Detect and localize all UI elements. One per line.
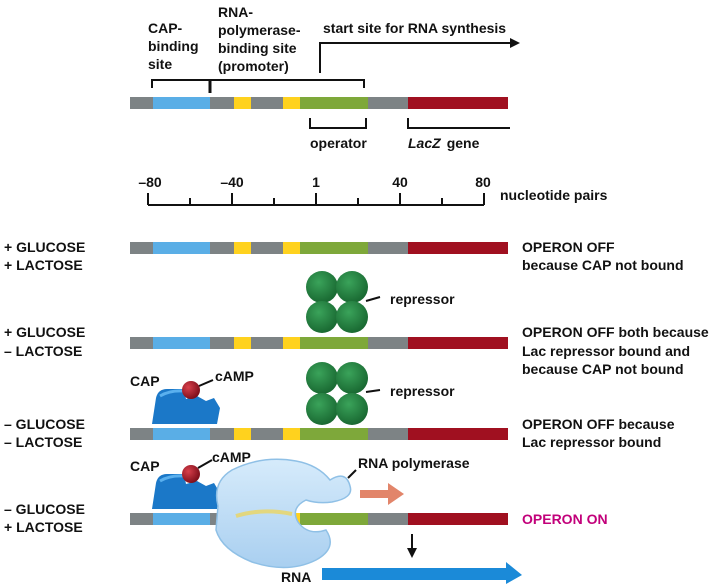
operon-status: OPERON OFF because Lac repressor bound	[522, 416, 678, 450]
polymerase-label: RNA polymerase	[358, 455, 470, 471]
transcription-direction-arrow	[360, 483, 404, 505]
dna-strand	[130, 337, 508, 349]
operon-status: OPERON ON	[522, 511, 608, 527]
start-site-arrow	[319, 38, 520, 73]
promoter-box-10	[283, 97, 300, 109]
lac-repressor	[306, 271, 368, 333]
nucleotide-scale: –80 –40 1 40 80 nucleotide pairs	[138, 174, 608, 206]
polymerase-dna-overlay	[235, 509, 293, 518]
rna-transcript-arrow	[322, 562, 522, 584]
operator-segment	[300, 97, 368, 109]
camp-pointer	[198, 379, 214, 387]
cap-protein	[152, 389, 220, 424]
condition-row-2: + GLUCOSE – LACTOSE repressor OPERON OFF…	[4, 271, 713, 377]
dna-strand	[130, 513, 508, 525]
condition-label: + GLUCOSE + LACTOSE	[4, 239, 89, 273]
cap-site-segment	[153, 97, 210, 109]
cap-highlight	[159, 474, 185, 483]
top-dna-schematic: CAP- binding site RNA- polymerase- bindi…	[130, 4, 520, 151]
operon-status: OPERON OFF both because Lac repressor bo…	[522, 324, 713, 377]
tick-label: 1	[312, 174, 320, 190]
camp-label: cAMP	[215, 368, 254, 384]
tick-label: –40	[220, 174, 244, 190]
camp-molecule	[182, 465, 200, 483]
condition-label: + GLUCOSE – LACTOSE	[4, 324, 89, 359]
operon-status: OPERON OFF because CAP not bound	[522, 239, 684, 273]
promoter-bracket	[151, 79, 365, 88]
cap-protein	[152, 474, 220, 509]
repressor-pointer	[365, 296, 381, 302]
cap-label: CAP	[130, 458, 160, 474]
cap-label: CAP	[130, 373, 160, 389]
scale-unit-label: nucleotide pairs	[500, 187, 608, 203]
rna-label: RNA	[281, 569, 311, 584]
repressor-pointer	[365, 389, 381, 393]
dna-strand	[130, 242, 508, 254]
repressor-label: repressor	[390, 291, 455, 307]
camp-label: cAMP	[212, 449, 251, 465]
operator-bracket	[309, 118, 367, 129]
condition-row-1: + GLUCOSE + LACTOSE OPERON OFF because C…	[4, 239, 684, 273]
condition-label: – GLUCOSE + LACTOSE	[4, 501, 89, 535]
polymerase-pointer	[347, 469, 357, 479]
start-site-label: start site for RNA synthesis	[323, 20, 506, 36]
dna-strand-top	[130, 97, 508, 109]
promoter-label: RNA- polymerase- binding site (promoter)	[218, 4, 304, 74]
tick-label: 80	[475, 174, 491, 190]
condition-label: – GLUCOSE – LACTOSE	[4, 416, 89, 450]
tick-label: 40	[392, 174, 408, 190]
camp-pointer	[197, 459, 213, 469]
camp-molecule	[182, 381, 200, 399]
condition-row-3: – GLUCOSE – LACTOSE CAP cAMP repressor O…	[4, 362, 678, 450]
cap-highlight	[159, 389, 185, 398]
lacz-bracket	[407, 118, 510, 129]
cap-site-label: CAP- binding site	[148, 20, 202, 72]
repressor-label: repressor	[390, 383, 455, 399]
lac-repressor	[306, 362, 368, 425]
promoter-box-35	[234, 97, 251, 109]
operator-label: operator	[310, 135, 367, 151]
condition-row-4: – GLUCOSE + LACTOSE CAP cAMP RNA polymer…	[4, 449, 608, 584]
dna-strand	[130, 428, 508, 440]
tick-label: –80	[138, 174, 162, 190]
lacz-segment	[408, 97, 508, 109]
